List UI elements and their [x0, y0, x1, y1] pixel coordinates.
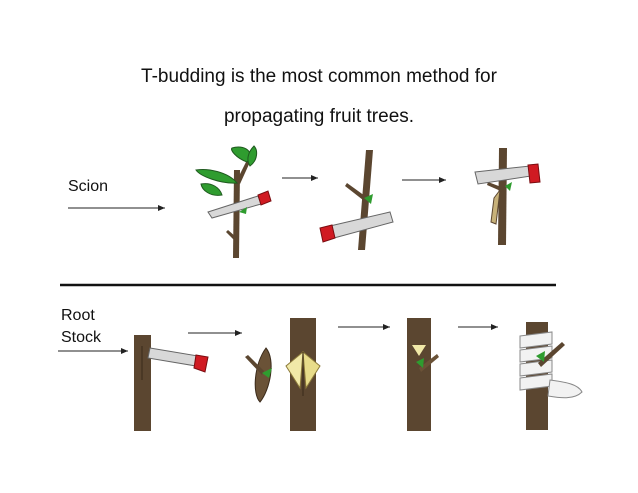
scion-step-2 [319, 150, 394, 250]
root-stock-label: Root Stock [61, 305, 101, 349]
knife-blade [147, 347, 199, 367]
root-step-2-opened-cut [285, 318, 321, 431]
leaf-icon [247, 145, 258, 167]
root-step-3-bud-inserted [407, 318, 439, 431]
scion-twig [345, 183, 365, 200]
bud-shield [254, 347, 272, 403]
title-line-1: T-budding is the most common method for [141, 66, 497, 87]
scion-label: Scion [68, 178, 109, 195]
bud-icon [239, 207, 247, 214]
leaf-icon [195, 169, 239, 184]
wrap-band [519, 331, 553, 349]
bud-icon [536, 351, 545, 362]
root-label-line-2: Stock [61, 329, 102, 346]
rootstock-trunk [407, 318, 431, 431]
scion-twig [237, 160, 250, 184]
knife-handle [257, 190, 272, 206]
root-step-4-wrapped [519, 322, 583, 430]
scion-step-1 [195, 145, 272, 258]
bark-flap-left [285, 350, 304, 390]
bud-twig [245, 355, 264, 375]
leaf-icon [200, 183, 223, 196]
knife-handle [527, 163, 541, 184]
scion-side-twig [226, 230, 236, 240]
bud-twig [419, 354, 439, 372]
title-line-2: propagating fruit trees. [223, 106, 415, 127]
root-step-1 [134, 335, 209, 431]
scion-step-3 [474, 148, 541, 245]
bud-icon [416, 358, 424, 368]
bud-twig [538, 342, 565, 367]
bud-insert-top [412, 345, 426, 356]
root-step-2-bud-shield [245, 347, 272, 403]
bark-flap-right [302, 350, 321, 390]
rootstock-trunk [134, 335, 151, 431]
bud-icon [364, 194, 373, 204]
root-label-line-1: Root [61, 307, 95, 324]
bud-slice [490, 188, 501, 225]
knife-handle [319, 224, 336, 243]
bud-icon [505, 182, 512, 191]
knife-handle [193, 354, 209, 373]
bud-icon [262, 368, 272, 378]
wrap-tail [547, 379, 583, 399]
leaf-icon [231, 146, 251, 163]
